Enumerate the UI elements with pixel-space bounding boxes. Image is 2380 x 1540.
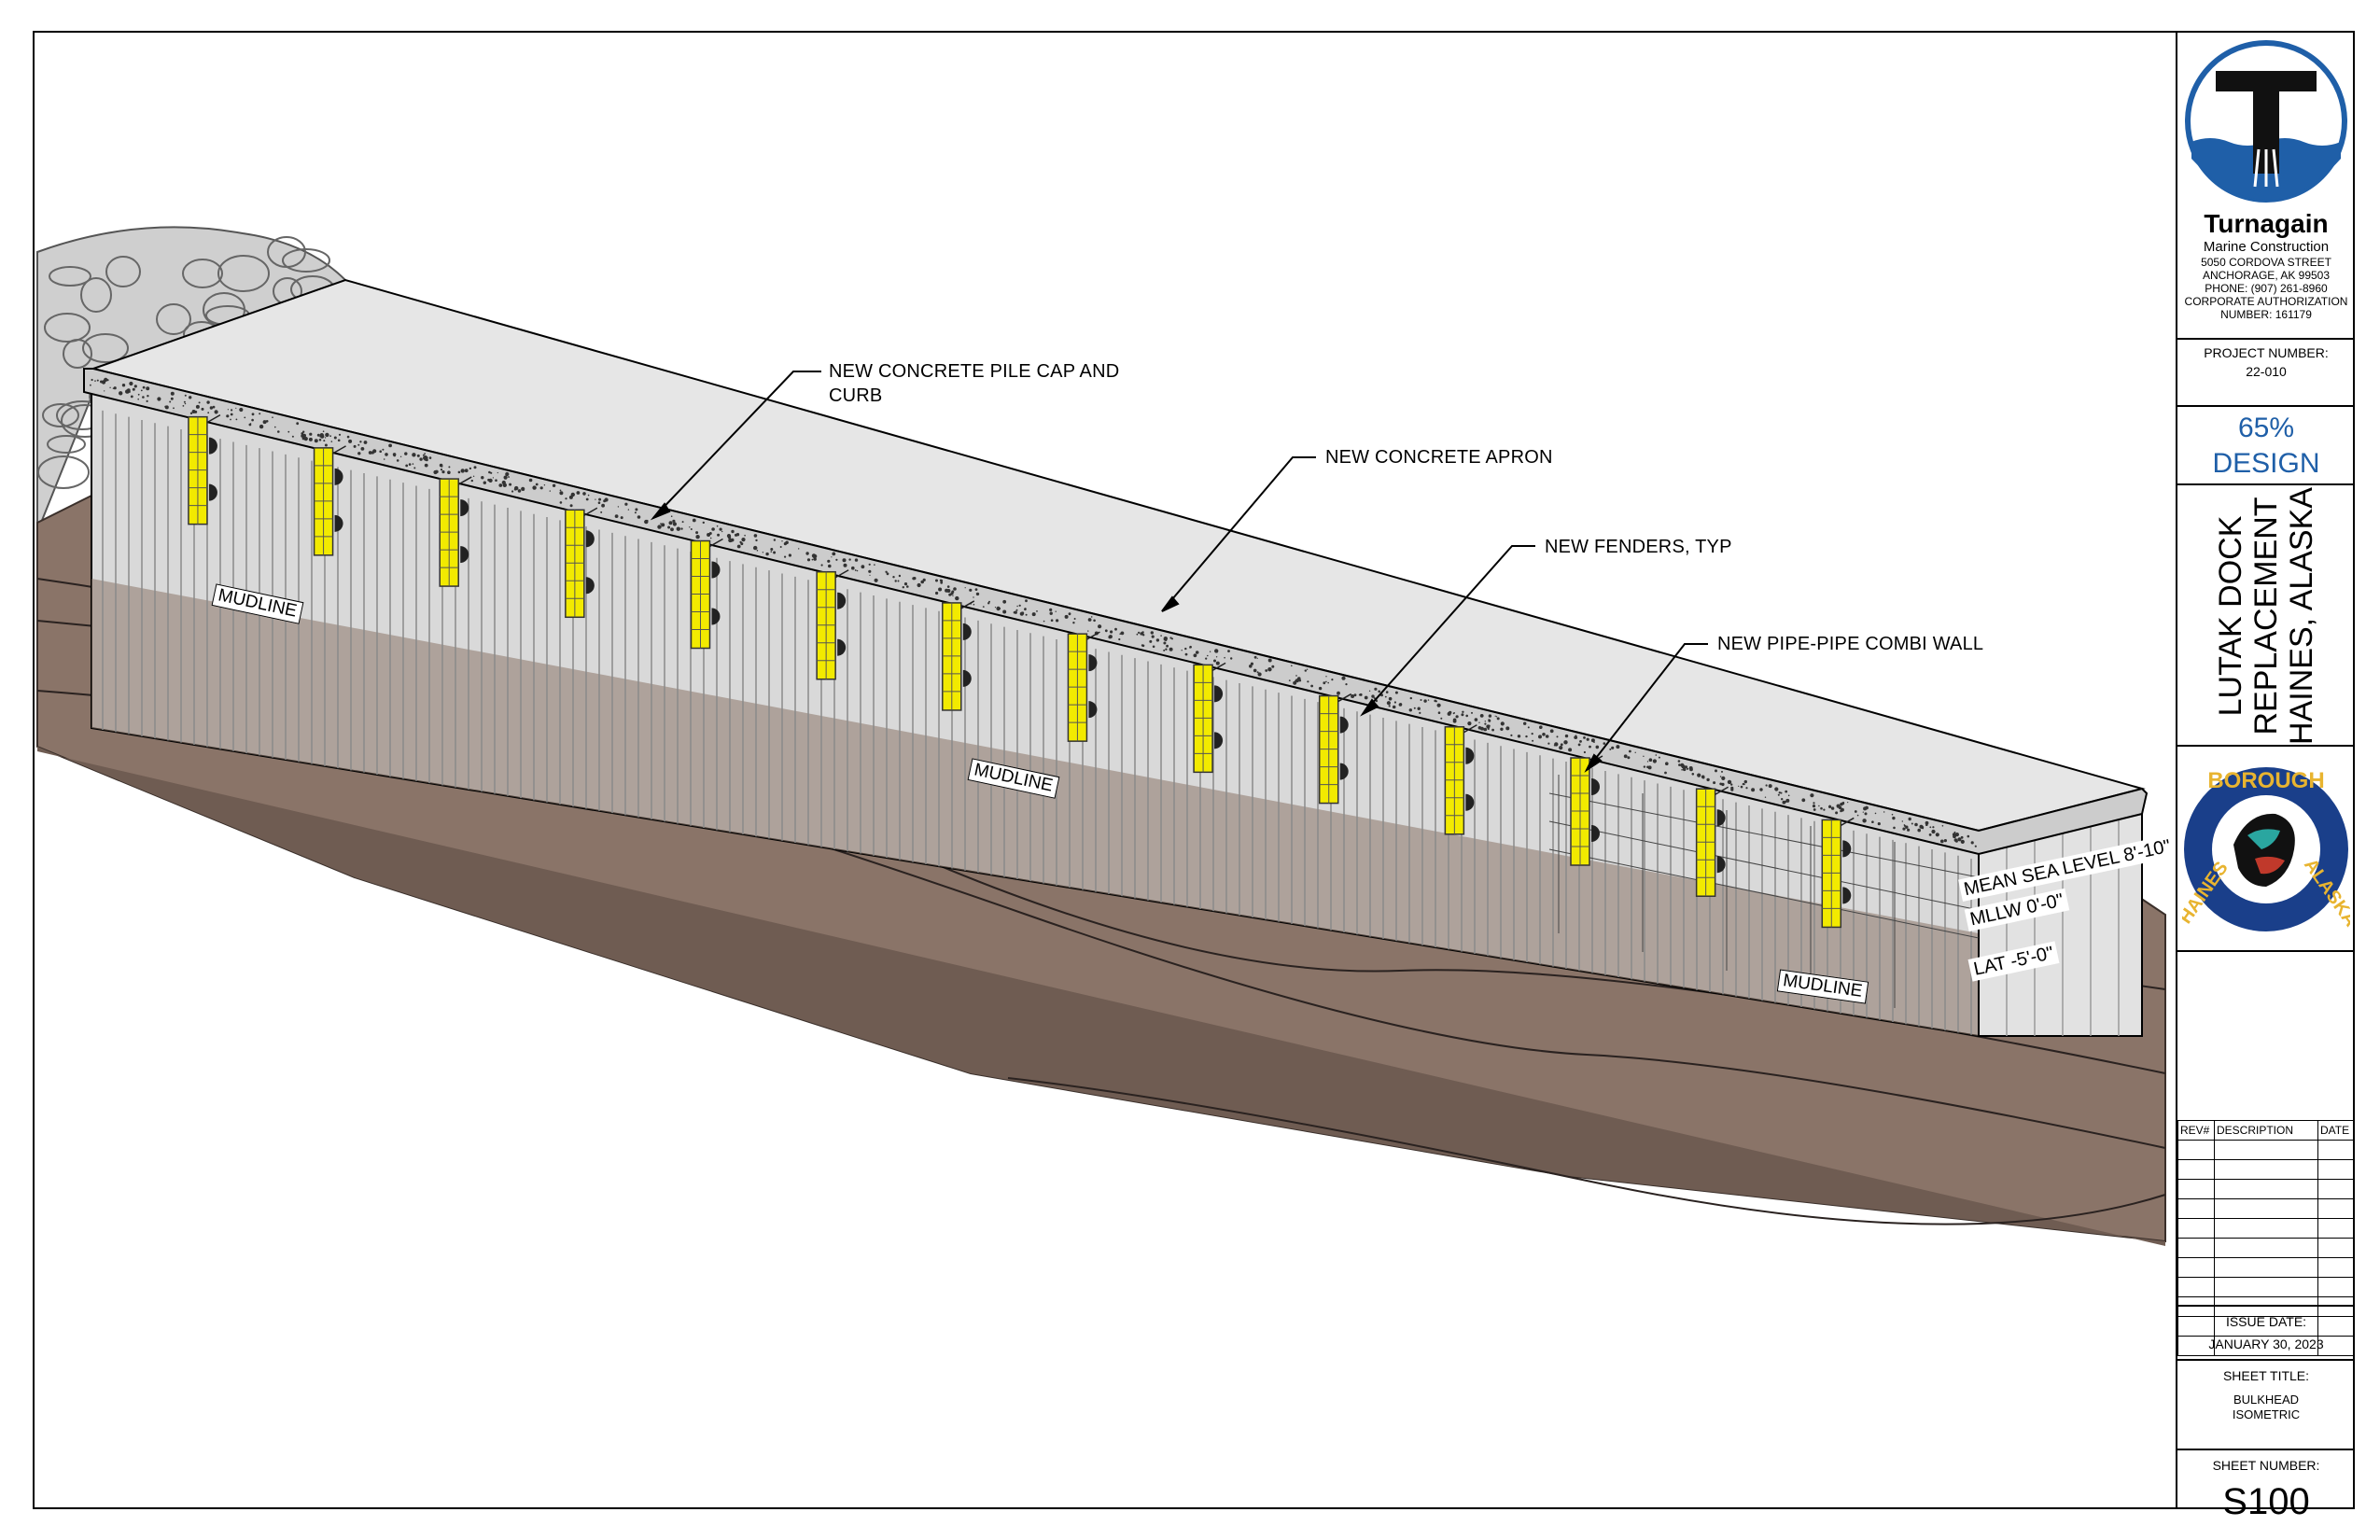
- callout-pile-cap: NEW CONCRETE PILE CAP AND CURB: [829, 359, 1119, 408]
- project-title-line1: LUTAK DOCK: [2213, 487, 2248, 745]
- revision-row: [2178, 1180, 2355, 1199]
- sheet-title-line2: ISOMETRIC: [2177, 1407, 2355, 1422]
- revision-block: [2177, 950, 2355, 1120]
- project-number-block: PROJECT NUMBER: 22-010: [2177, 338, 2355, 411]
- sheet-number-label: SHEET NUMBER:: [2177, 1456, 2355, 1475]
- project-title-block: LUTAK DOCK REPLACEMENT HAINES, ALASKA: [2177, 483, 2355, 747]
- company-address-1: 5050 CORDOVA STREET: [2177, 256, 2355, 269]
- project-number-label: PROJECT NUMBER:: [2177, 343, 2355, 362]
- borough-seal-block: BOROUGH HAINES ALASKA: [2177, 745, 2355, 952]
- callout-combi-wall: NEW PIPE-PIPE COMBI WALL: [1717, 632, 1983, 656]
- company-name: Turnagain: [2177, 209, 2355, 239]
- company-address-2: ANCHORAGE, AK 99503: [2177, 269, 2355, 282]
- issue-date-block: ISSUE DATE: JANUARY 30, 2023: [2177, 1305, 2355, 1366]
- rev-number-header: REV#: [2178, 1121, 2215, 1141]
- sheet-number: S100: [2177, 1480, 2355, 1523]
- project-number: 22-010: [2177, 362, 2355, 381]
- revision-row: [2178, 1239, 2355, 1258]
- callout-pile-cap-line1: NEW CONCRETE PILE CAP AND: [829, 359, 1119, 384]
- callout-fenders: NEW FENDERS, TYP: [1545, 535, 1732, 559]
- revision-header-row: REV# DESCRIPTION DATE: [2178, 1121, 2355, 1141]
- revision-row: [2178, 1160, 2355, 1180]
- rev-description-header: DESCRIPTION: [2215, 1121, 2318, 1141]
- company-address-3: PHONE: (907) 261-8960: [2177, 282, 2355, 295]
- revision-row: [2178, 1141, 2355, 1160]
- rev-date-header: DATE: [2318, 1121, 2355, 1141]
- sheet-number-block: SHEET NUMBER: S100: [2177, 1449, 2355, 1516]
- callout-pile-cap-line2: CURB: [829, 384, 1119, 408]
- project-title-line3: HAINES, ALASKA: [2284, 487, 2319, 745]
- sheet-title-line1: BULKHEAD: [2177, 1393, 2355, 1407]
- haines-borough-seal: BOROUGH HAINES ALASKA: [2182, 756, 2350, 943]
- revision-row: [2178, 1278, 2355, 1297]
- design-status-block: 65% DESIGN: [2177, 405, 2355, 489]
- title-block: Turnagain Marine Construction 5050 CORDO…: [2176, 32, 2355, 1508]
- seal-text-top: BOROUGH: [2207, 768, 2324, 793]
- sheet-title-block: SHEET TITLE: BULKHEAD ISOMETRIC: [2177, 1359, 2355, 1456]
- design-percent: 65%: [2177, 411, 2355, 446]
- company-address-4: CORPORATE AUTHORIZATION: [2177, 295, 2355, 308]
- project-title-line2: REPLACEMENT: [2248, 487, 2284, 745]
- revision-row: [2178, 1219, 2355, 1239]
- company-subtitle: Marine Construction: [2177, 239, 2355, 256]
- issue-date: JANUARY 30, 2023: [2177, 1335, 2355, 1353]
- design-label: DESIGN: [2177, 446, 2355, 482]
- callout-apron: NEW CONCRETE APRON: [1325, 445, 1553, 469]
- revision-row: [2178, 1199, 2355, 1219]
- revision-row: [2178, 1258, 2355, 1278]
- company-logo: [2182, 37, 2350, 205]
- company-block: Turnagain Marine Construction 5050 CORDO…: [2177, 32, 2355, 340]
- company-address-5: NUMBER: 161179: [2177, 308, 2355, 321]
- issue-date-label: ISSUE DATE:: [2177, 1312, 2355, 1331]
- sheet-title-label: SHEET TITLE:: [2177, 1366, 2355, 1385]
